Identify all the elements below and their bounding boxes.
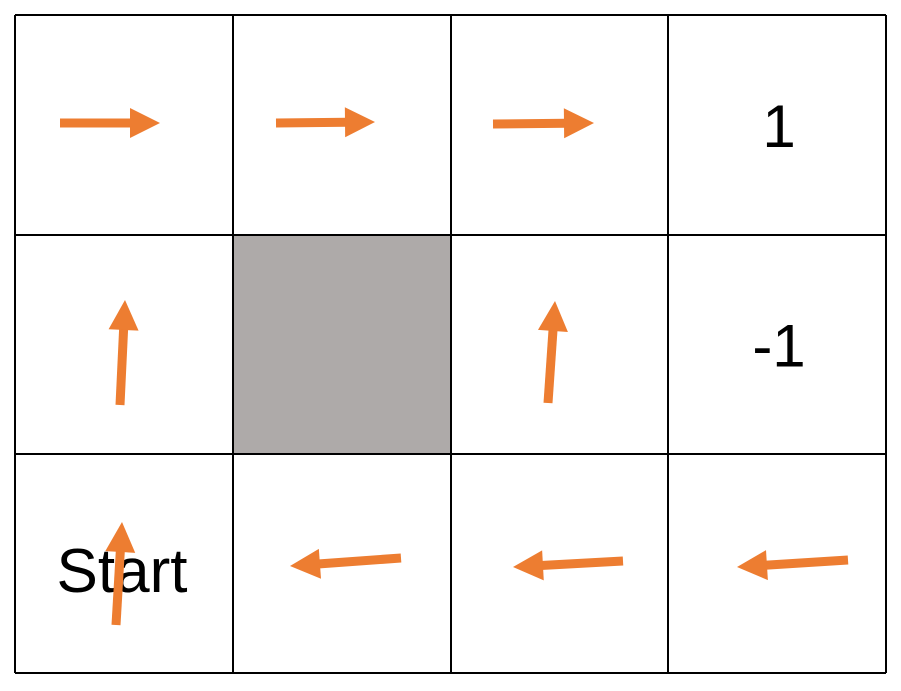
- arrow-head: [537, 301, 568, 332]
- arrow-head: [130, 108, 160, 138]
- arrow-head: [344, 107, 375, 138]
- arrow-left-icon: [513, 550, 624, 581]
- arrow-shaft: [764, 555, 849, 570]
- arrow-shaft: [540, 556, 624, 570]
- arrow-up-icon: [108, 300, 139, 406]
- arrow-head: [290, 548, 322, 579]
- terminal-reward-label: 1: [762, 93, 795, 160]
- wall-cell: [233, 235, 451, 454]
- arrow-left-icon: [737, 550, 849, 581]
- arrow-up-icon: [105, 522, 136, 626]
- arrow-right-icon: [275, 107, 375, 138]
- arrow-head: [737, 550, 768, 581]
- arrow-right-icon: [60, 108, 160, 138]
- arrow-shaft: [492, 118, 567, 129]
- terminal-reward-label: -1: [752, 313, 805, 380]
- arrow-head: [108, 300, 139, 331]
- arrow-up-icon: [537, 301, 568, 404]
- arrow-shaft: [543, 328, 558, 404]
- arrow-shaft: [275, 117, 348, 128]
- arrow-head: [105, 522, 136, 553]
- arrow-shaft: [115, 327, 129, 406]
- grid-lines: [14, 14, 887, 674]
- arrow-head: [513, 550, 544, 581]
- arrow-shaft: [317, 553, 402, 569]
- arrow-head: [563, 108, 594, 139]
- arrow-right-icon: [492, 108, 594, 139]
- arrow-left-icon: [290, 548, 402, 579]
- arrow-shaft: [111, 549, 125, 626]
